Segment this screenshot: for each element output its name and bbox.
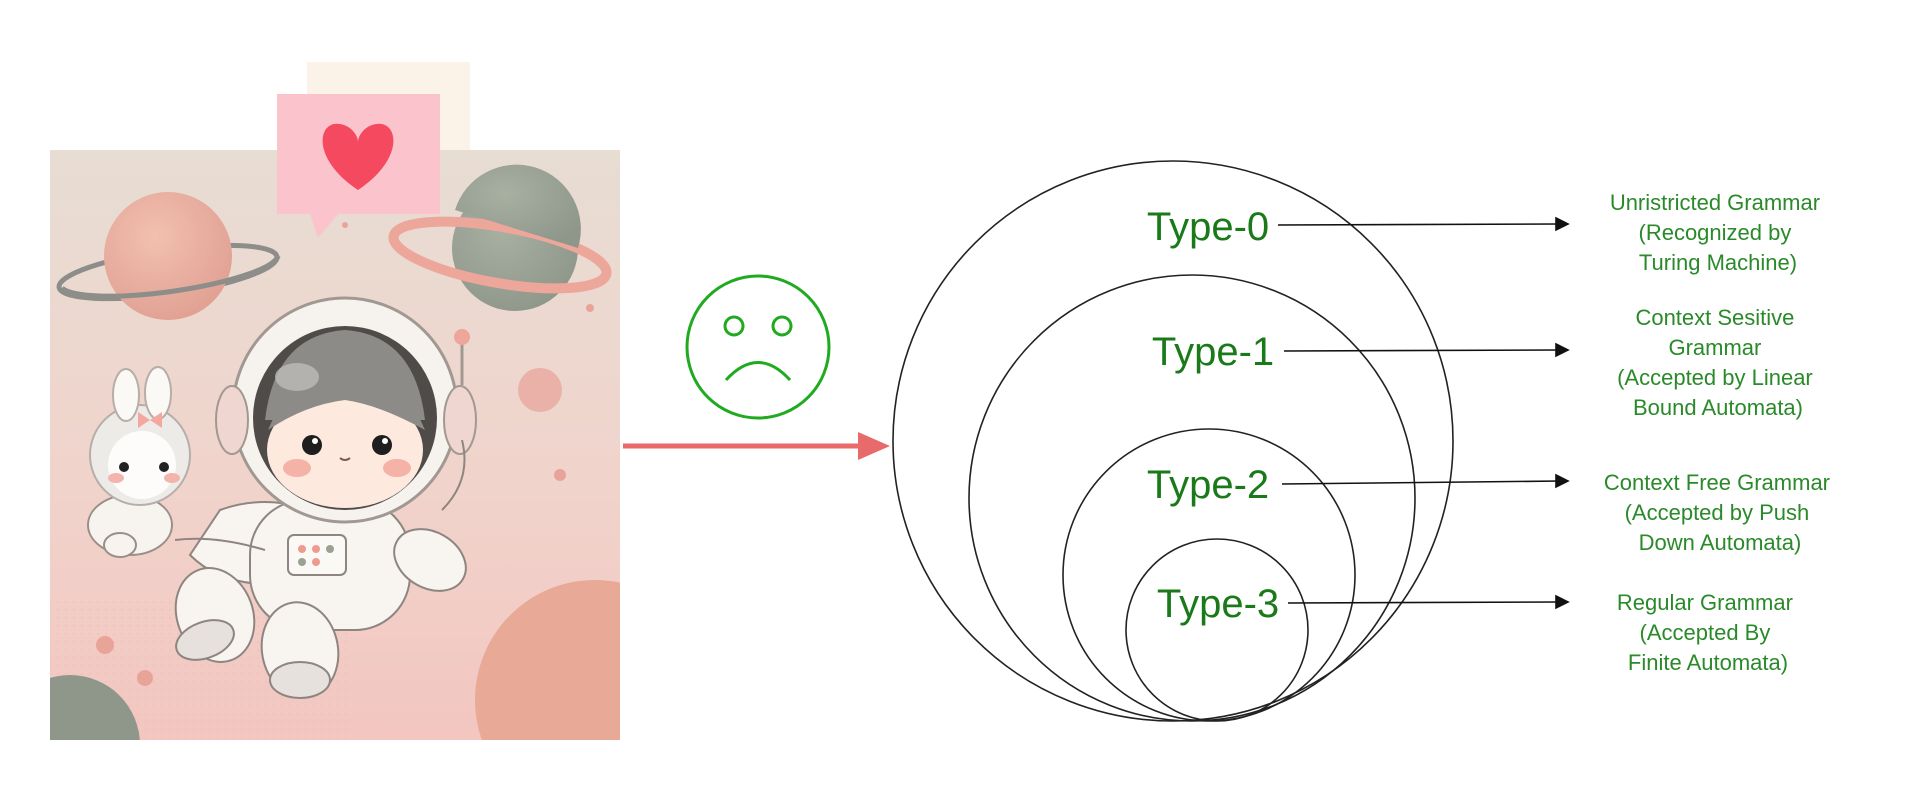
grey-planet [388,164,612,311]
type-3-label: Type-3 [1157,582,1279,626]
type-1-circle [968,274,1416,722]
corner-pink-planet [475,580,620,740]
pink-planet [56,192,281,320]
connector-arrow [623,432,890,460]
type-0-circle [892,160,1454,722]
type-2-description: Context Free Grammar (Accepted by Push D… [1604,470,1836,555]
type-1-label: Type-1 [1152,330,1274,374]
small-pink-planet [518,368,562,412]
sad-face-icon [685,274,831,420]
type-0-pointer [1277,223,1561,226]
type-3-description: Regular Grammar (Accepted By Finite Auto… [1617,590,1799,675]
type-0-description: Unristricted Grammar (Recognized by Turi… [1610,190,1826,275]
type-2-pointer [1281,480,1561,485]
sparkles [96,222,594,686]
astronaut-illustration [50,62,620,740]
astronaut-child [174,296,477,699]
type-1-description: Context Sesitive Grammar (Accepted by Li… [1617,305,1819,420]
type-3-pointer [1287,601,1561,604]
corner-grey-planet [50,675,140,740]
bunny-astronaut [87,366,191,558]
type-2-label: Type-2 [1147,463,1269,507]
heart-icon [322,123,394,190]
type-0-label: Type-0 [1147,205,1269,249]
type-1-pointer [1283,349,1561,352]
chomsky-hierarchy-diagram: Type-0 Type-1 Type-2 Type-3 Unristricted… [892,160,1836,722]
heart-speech-bubble [277,94,440,238]
type-3-circle [1125,538,1309,722]
